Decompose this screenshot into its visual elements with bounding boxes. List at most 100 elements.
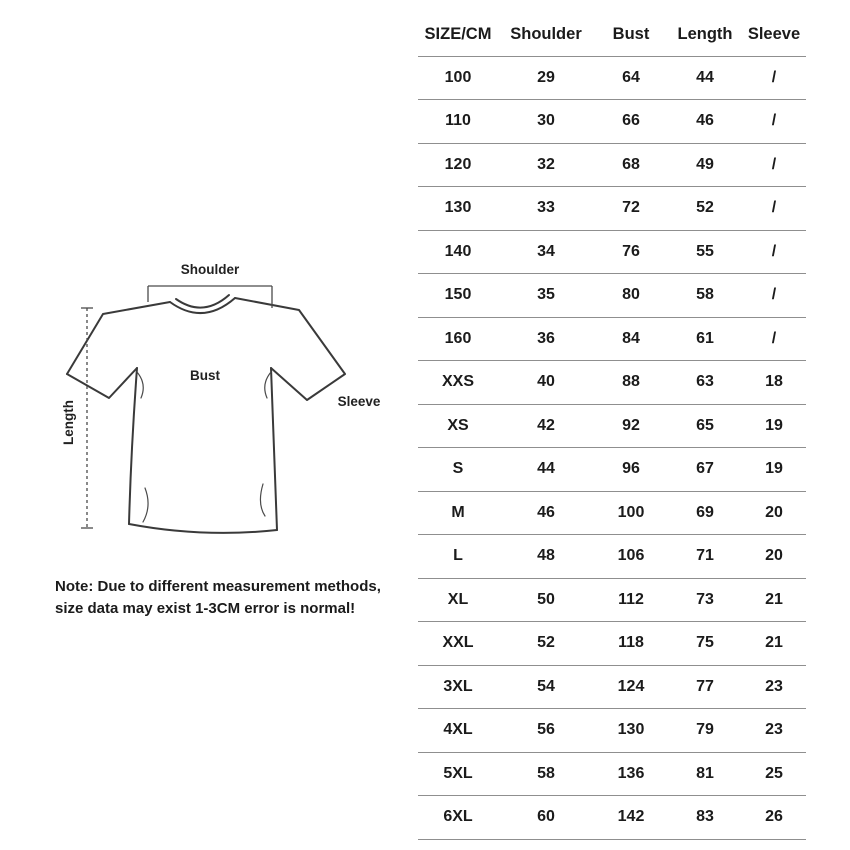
table-cell: 19 bbox=[742, 404, 806, 448]
table-cell: 71 bbox=[668, 534, 742, 579]
table-cell: 136 bbox=[594, 752, 668, 796]
table-cell: 96 bbox=[594, 447, 668, 492]
note-line-2: size data may exist 1-3CM error is norma… bbox=[55, 599, 356, 617]
table-cell: 77 bbox=[668, 665, 742, 709]
column-header-length: Length bbox=[668, 13, 742, 57]
table-cell: 88 bbox=[594, 360, 668, 405]
table-cell: L bbox=[418, 534, 498, 579]
table-cell: 42 bbox=[498, 404, 594, 448]
table-cell: 52 bbox=[498, 621, 594, 666]
table-cell: 52 bbox=[668, 186, 742, 231]
table-cell: 140 bbox=[418, 230, 498, 274]
table-cell: 68 bbox=[594, 143, 668, 187]
table-cell: 6XL bbox=[418, 795, 498, 840]
table-cell: 100 bbox=[418, 56, 498, 100]
table-cell: 48 bbox=[498, 534, 594, 579]
table-cell: 58 bbox=[668, 273, 742, 318]
table-cell: 106 bbox=[594, 534, 668, 579]
table-cell: 92 bbox=[594, 404, 668, 448]
table-cell: 110 bbox=[418, 99, 498, 144]
table-cell: 21 bbox=[742, 621, 806, 666]
table-cell: 130 bbox=[418, 186, 498, 231]
tshirt-outline bbox=[66, 294, 346, 534]
table-cell: 112 bbox=[594, 578, 668, 622]
table-cell: 49 bbox=[668, 143, 742, 187]
table-cell: 34 bbox=[498, 230, 594, 274]
table-cell: 23 bbox=[742, 708, 806, 753]
table-cell: 73 bbox=[668, 578, 742, 622]
table-header-row: SIZE/CM Shoulder Bust Length Sleeve bbox=[418, 13, 806, 57]
table-cell: 44 bbox=[668, 56, 742, 100]
table-cell: 20 bbox=[742, 491, 806, 535]
table-cell: 54 bbox=[498, 665, 594, 709]
table-cell: 36 bbox=[498, 317, 594, 361]
table-cell: 124 bbox=[594, 665, 668, 709]
table-cell: 4XL bbox=[418, 708, 498, 753]
table-cell: / bbox=[742, 143, 806, 187]
table-cell: 58 bbox=[498, 752, 594, 796]
table-cell: 76 bbox=[594, 230, 668, 274]
tshirt-diagram: Shoulder Bust Sleeve Length bbox=[45, 250, 395, 562]
table-cell: 19 bbox=[742, 447, 806, 492]
table-cell: 25 bbox=[742, 752, 806, 796]
table-cell: 33 bbox=[498, 186, 594, 231]
table-cell: 150 bbox=[418, 273, 498, 318]
table-cell: / bbox=[742, 230, 806, 274]
sleeve-label: Sleeve bbox=[338, 394, 381, 409]
table-cell: 65 bbox=[668, 404, 742, 448]
table-cell: 50 bbox=[498, 578, 594, 622]
table-cell: XXL bbox=[418, 621, 498, 666]
table-cell: XL bbox=[418, 578, 498, 622]
table-cell: 79 bbox=[668, 708, 742, 753]
table-cell: 21 bbox=[742, 578, 806, 622]
table-cell: 44 bbox=[498, 447, 594, 492]
table-cell: 83 bbox=[668, 795, 742, 840]
shoulder-measure-line bbox=[147, 285, 273, 308]
table-cell: 160 bbox=[418, 317, 498, 361]
table-cell: / bbox=[742, 186, 806, 231]
table-cell: 120 bbox=[418, 143, 498, 187]
table-cell: 29 bbox=[498, 56, 594, 100]
table-cell: 81 bbox=[668, 752, 742, 796]
table-cell: / bbox=[742, 56, 806, 100]
table-cell: 32 bbox=[498, 143, 594, 187]
column-header-bust: Bust bbox=[594, 13, 668, 57]
table-cell: 40 bbox=[498, 360, 594, 405]
table-cell: 61 bbox=[668, 317, 742, 361]
table-cell: 35 bbox=[498, 273, 594, 318]
table-cell: 72 bbox=[594, 186, 668, 231]
table-cell: S bbox=[418, 447, 498, 492]
table-cell: 80 bbox=[594, 273, 668, 318]
table-cell: 56 bbox=[498, 708, 594, 753]
table-cell: 67 bbox=[668, 447, 742, 492]
bust-label: Bust bbox=[190, 368, 221, 383]
table-cell: 20 bbox=[742, 534, 806, 579]
table-cell: 23 bbox=[742, 665, 806, 709]
table-cell: XS bbox=[418, 404, 498, 448]
tshirt-drawing-svg: Shoulder Bust Sleeve Length bbox=[61, 262, 381, 534]
column-header-size: SIZE/CM bbox=[418, 13, 498, 57]
table-cell: / bbox=[742, 273, 806, 318]
tshirt-fold-lines bbox=[136, 371, 272, 523]
table-cell: 46 bbox=[668, 99, 742, 144]
shoulder-label: Shoulder bbox=[181, 262, 240, 277]
table-cell: M bbox=[418, 491, 498, 535]
column-header-sleeve: Sleeve bbox=[742, 13, 806, 57]
table-cell: 69 bbox=[668, 491, 742, 535]
